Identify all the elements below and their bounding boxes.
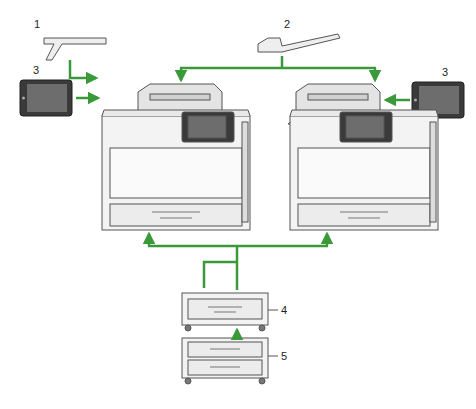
callout-number: 4 — [281, 305, 287, 316]
option-part-2 — [258, 34, 340, 52]
leader-lines — [268, 310, 278, 356]
callout-number: 1 — [34, 19, 40, 30]
printer-left — [102, 84, 250, 230]
control-panel-left — [20, 80, 72, 116]
callout-number: 2 — [284, 19, 290, 30]
callout-number: 3 — [33, 65, 39, 76]
paper-feed-unit-4 — [182, 293, 268, 331]
install-arrows — [70, 56, 410, 338]
option-part-1 — [44, 38, 106, 60]
callout-number: 5 — [281, 351, 287, 362]
callout-number: 3 — [442, 67, 448, 78]
paper-feed-unit-5 — [182, 338, 268, 384]
printer-right — [288, 84, 438, 230]
